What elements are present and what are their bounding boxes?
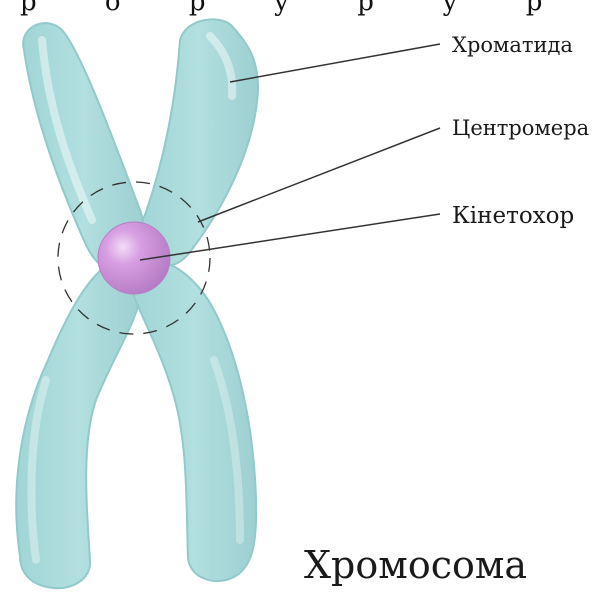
chromatid-group <box>16 19 258 588</box>
label-chromatid: Хроматида <box>452 33 573 57</box>
label-kinetochore: Кінетохор <box>452 203 574 229</box>
diagram-caption: Хромосома <box>304 543 527 587</box>
label-centromere: Центромера <box>452 116 589 140</box>
chromatid-upper-right <box>140 19 258 266</box>
kinetochore-sphere <box>98 222 170 294</box>
leader-line-chromatid <box>230 44 440 82</box>
cropped-top-text: р о р у р у р <box>20 0 572 17</box>
